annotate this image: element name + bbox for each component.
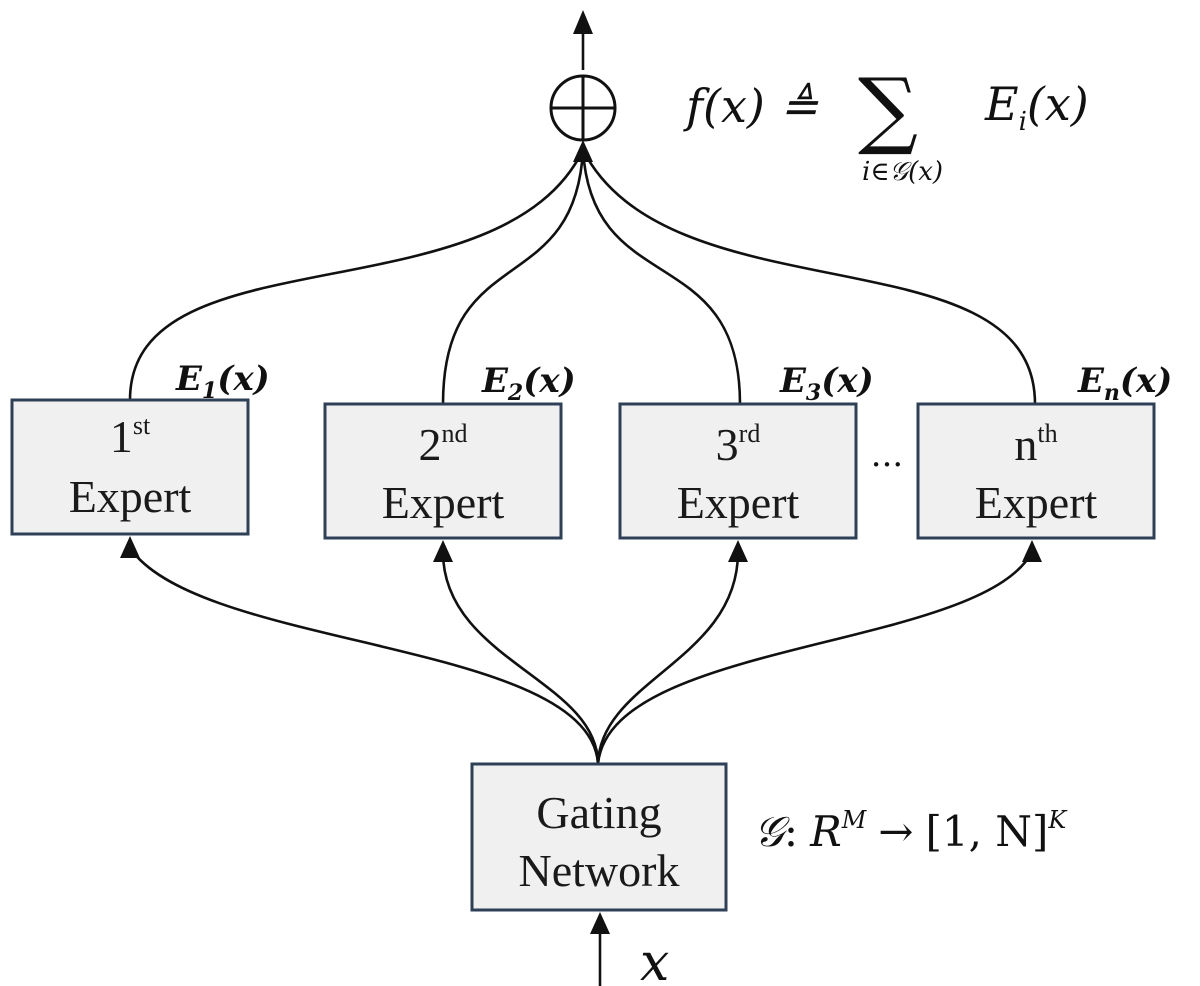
expert-3-label: Expert [677, 477, 800, 528]
sum-node [549, 74, 617, 142]
wire-gate-to-expert-2 [441, 551, 600, 765]
expert-2-input-arrowhead [433, 540, 453, 562]
expert-2-label: Expert [382, 477, 505, 528]
expert-3-input-arrowhead [728, 540, 748, 562]
expert-3-output-label: E3(x) [779, 361, 874, 406]
gating-formula: 𝒢:RM→[1, N]K [754, 806, 1068, 856]
wire-gate-to-expert-1 [128, 547, 600, 765]
sum-input-arrowhead [573, 140, 593, 162]
expert-n-label: Expert [975, 477, 1098, 528]
expert-ellipsis: ··· [871, 445, 903, 485]
formula-term: Ei(x) [984, 77, 1089, 137]
wire-gate-to-expert-3 [596, 551, 740, 765]
wire-gate-to-expert-n [596, 551, 1034, 765]
wire-expert-3-to-sum [581, 149, 742, 405]
input-label: x [640, 933, 669, 986]
expert-1-input-arrowhead [120, 536, 140, 558]
expert-1-ordinal: 1st [110, 411, 151, 462]
expert-2-box: 2nd Expert [323, 402, 563, 540]
sigma-subscript: i∈𝒢(x) [862, 157, 943, 187]
gating-network-box: Gating Network [470, 762, 728, 912]
expert-2-output-label: E2(x) [481, 361, 576, 406]
expert-2-ordinal: 2nd [419, 419, 468, 470]
expert-3-box: 3rd Expert [618, 402, 858, 540]
expert-n-output-label: En(x) [1077, 361, 1172, 406]
expert-n-box: nth Expert [916, 402, 1156, 540]
input-arrowhead [590, 912, 610, 934]
output-arrowhead [573, 10, 593, 34]
wire-expert-n-to-sum [581, 149, 1037, 405]
expert-3-ordinal: 3rd [716, 419, 761, 470]
formula-lhs: f(x) ≜ [683, 79, 818, 133]
expert-1-label: Expert [69, 471, 192, 522]
output-formula: f(x) ≜ ∑ i∈𝒢(x) Ei(x) [683, 60, 1089, 187]
expert-n-input-arrowhead [1022, 540, 1042, 562]
gating-label-line2: Network [519, 845, 680, 896]
wire-expert-2-to-sum [441, 149, 585, 405]
gating-label-line1: Gating [536, 787, 661, 838]
sigma-symbol: ∑ [858, 60, 918, 158]
wire-expert-1-to-sum [128, 149, 585, 401]
expert-1-box: 1st Expert [10, 398, 250, 536]
expert-1-output-label: E1(x) [175, 359, 270, 404]
expert-n-ordinal: nth [1014, 419, 1057, 470]
